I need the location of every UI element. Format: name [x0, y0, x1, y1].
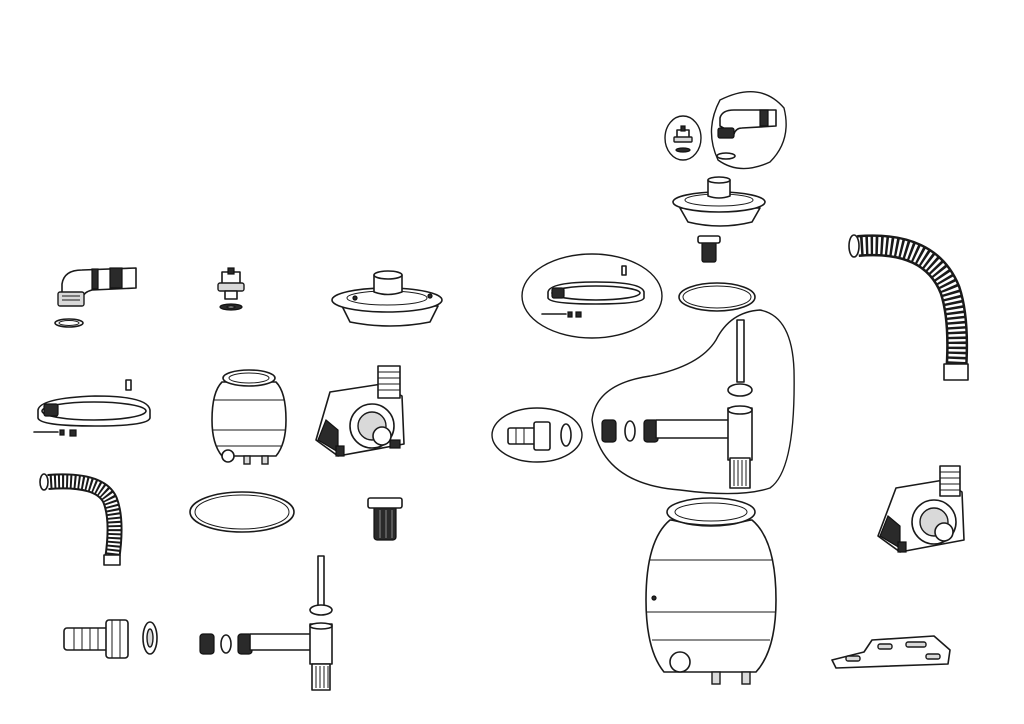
hose-adapter-part [63, 619, 158, 659]
pump-motor-large-part [877, 465, 965, 553]
drain-plug-part [367, 497, 403, 541]
pressure-valve-part [217, 267, 245, 311]
o-ring-seal-part [189, 491, 295, 533]
mounting-base-plate-part [831, 635, 951, 669]
filter-lid-part [331, 270, 443, 327]
lateral-callout [591, 309, 795, 495]
elbow-connector-part [54, 267, 137, 328]
clamp-callout [521, 253, 663, 339]
valve-callout [664, 115, 702, 161]
pump-motor-small-part [315, 365, 405, 457]
strainer-assembly [697, 235, 721, 263]
filter-tank-large-part [645, 497, 777, 685]
adapter-callout [491, 407, 583, 463]
flexible-hose-large-part [848, 234, 969, 381]
flexible-hose-small-part [39, 473, 123, 566]
filter-lid-assembly [672, 176, 766, 227]
filter-tank-small-part [211, 369, 287, 465]
tank-clamp-part [33, 379, 151, 437]
lateral-assembly-small-part [199, 555, 333, 691]
o-ring-seal-assembly [678, 282, 756, 312]
elbow-callout [710, 91, 787, 170]
